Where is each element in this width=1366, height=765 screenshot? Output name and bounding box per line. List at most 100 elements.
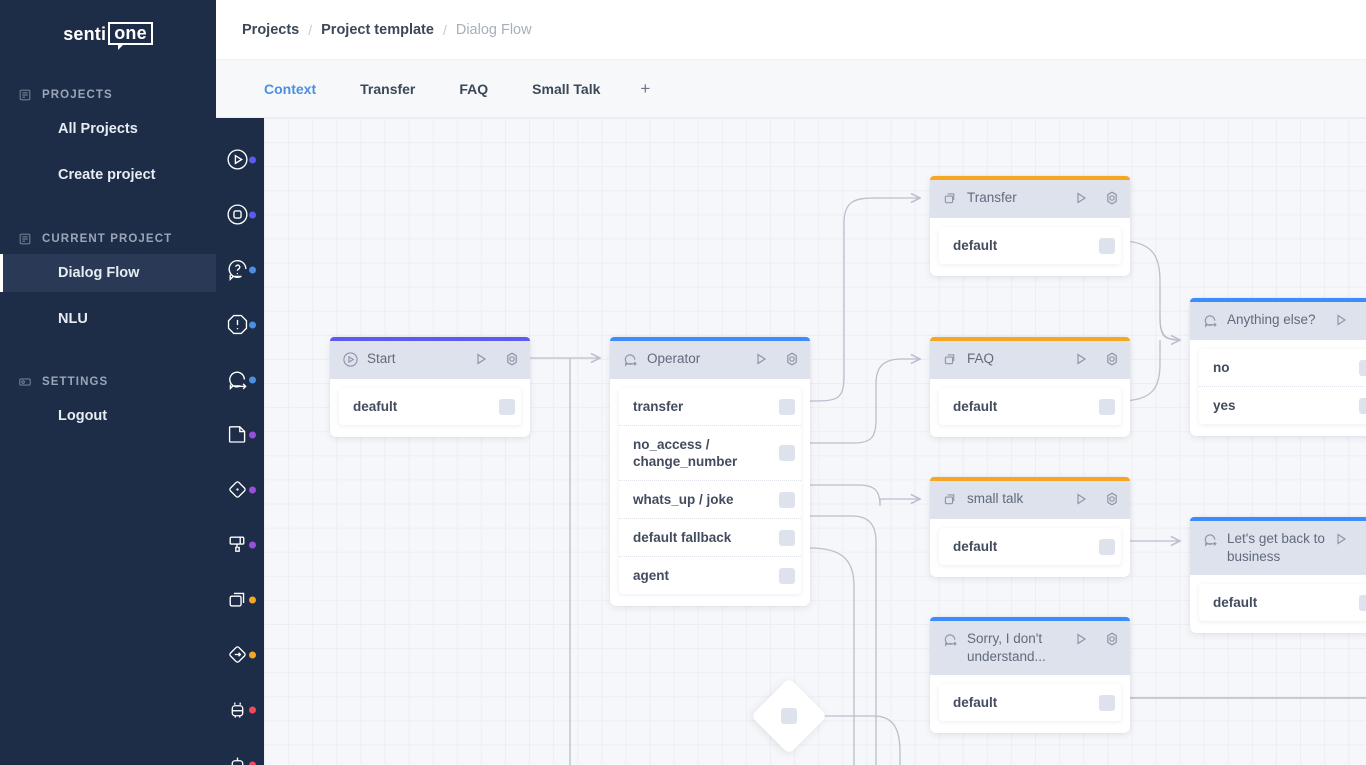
palette-item-stop-circle[interactable] <box>216 187 264 242</box>
dialog-flow-canvas[interactable]: Start deafult <box>264 118 1366 765</box>
node-row[interactable]: default <box>939 528 1121 565</box>
sidebar-section-current-project: CURRENT PROJECT <box>0 224 216 254</box>
brush-icon <box>225 532 250 557</box>
node-row-port[interactable] <box>779 398 795 415</box>
node-row[interactable]: whats_up / joke <box>619 481 801 519</box>
palette-item-diamond-arrow[interactable] <box>216 627 264 682</box>
node-row[interactable]: default fallback <box>619 519 801 557</box>
flow-node-back-to-business[interactable]: Let's get back to business default <box>1190 517 1366 633</box>
tab-transfer[interactable]: Transfer <box>360 80 416 97</box>
node-row[interactable]: default <box>939 388 1121 425</box>
play-icon[interactable] <box>1333 312 1349 328</box>
tab-small-talk[interactable]: Small Talk <box>532 80 601 97</box>
play-icon[interactable] <box>1073 491 1089 507</box>
node-row-port[interactable] <box>1359 359 1366 376</box>
node-row-port[interactable] <box>1099 538 1115 555</box>
tab-add-button[interactable]: + <box>640 78 651 98</box>
flow-node-anything-else[interactable]: Anything else? no <box>1190 298 1366 436</box>
palette-item-brush[interactable] <box>216 517 264 572</box>
palette-dot <box>249 651 256 658</box>
palette-item-bubble-arrow[interactable] <box>216 352 264 407</box>
flow-node-start[interactable]: Start deafult <box>330 337 530 437</box>
node-row-port[interactable] <box>1359 397 1366 414</box>
gear-icon[interactable] <box>1104 351 1120 367</box>
node-row[interactable]: default <box>939 227 1121 264</box>
stack-icon <box>225 587 250 612</box>
play-icon[interactable] <box>753 351 769 367</box>
gear-icon[interactable] <box>504 351 520 367</box>
node-body: default <box>939 227 1121 264</box>
node-accent-bar <box>930 337 1130 341</box>
alert-octagon-icon <box>225 312 250 337</box>
node-title: Sorry, I don't understand... <box>967 631 1046 664</box>
palette-dot <box>249 596 256 603</box>
stop-circle-icon <box>225 202 250 227</box>
node-row[interactable]: default <box>1199 584 1366 621</box>
sidebar-item-dialog-flow[interactable]: Dialog Flow <box>0 254 216 292</box>
palette-item-stack[interactable] <box>216 572 264 627</box>
palette-item-robot-2[interactable] <box>216 737 264 765</box>
node-row-port[interactable] <box>779 567 795 584</box>
node-row[interactable]: no <box>1199 349 1366 387</box>
node-row-port[interactable] <box>779 529 795 546</box>
logo-text-primary: senti <box>63 23 107 44</box>
palette-item-play-circle[interactable] <box>216 132 264 187</box>
palette-dot <box>249 486 256 493</box>
palette-item-question-bubble[interactable] <box>216 242 264 297</box>
palette-dot <box>249 706 256 713</box>
breadcrumb-item-project-template[interactable]: Project template <box>321 21 434 38</box>
bubble-arrow-icon <box>1202 531 1219 548</box>
node-title: Start <box>367 351 396 366</box>
node-row[interactable]: transfer <box>619 388 801 426</box>
breadcrumb-item-projects[interactable]: Projects <box>242 21 300 38</box>
play-icon[interactable] <box>1333 531 1349 547</box>
sidebar-item-logout[interactable]: Logout <box>58 408 108 424</box>
play-icon[interactable] <box>473 351 489 367</box>
sidebar-item-all-projects[interactable]: All Projects <box>58 121 138 137</box>
gear-icon[interactable] <box>1104 491 1120 507</box>
node-row-label: default <box>953 539 998 554</box>
node-row-port[interactable] <box>499 398 515 415</box>
node-header: Operator <box>610 341 810 379</box>
node-row[interactable]: agent <box>619 557 801 594</box>
node-row-port[interactable] <box>1099 398 1115 415</box>
play-icon[interactable] <box>1073 190 1089 206</box>
gear-icon[interactable] <box>1104 631 1120 647</box>
node-row-port[interactable] <box>1359 594 1366 611</box>
node-row[interactable]: no_access / change_number <box>619 426 801 481</box>
palette-item-alert-octagon[interactable] <box>216 297 264 352</box>
flow-node-small-talk[interactable]: small talk default <box>930 477 1130 577</box>
node-row-port[interactable] <box>1099 237 1115 254</box>
node-header: Let's get back to business <box>1190 521 1366 575</box>
breadcrumb-separator: / <box>308 21 313 38</box>
gear-icon[interactable] <box>1104 190 1120 206</box>
palette-item-robot-1[interactable] <box>216 682 264 737</box>
node-row-port[interactable] <box>779 445 795 461</box>
node-row[interactable]: yes <box>1199 387 1366 424</box>
stack-icon <box>942 351 959 368</box>
palette-item-diamond-dot[interactable] <box>216 462 264 517</box>
palette-item-document[interactable] <box>216 407 264 462</box>
node-row[interactable]: default <box>939 684 1121 721</box>
gear-icon[interactable] <box>784 351 800 367</box>
node-row[interactable]: deafult <box>339 388 521 425</box>
flow-node-sorry[interactable]: Sorry, I don't understand... default <box>930 617 1130 733</box>
palette-dot <box>249 156 256 163</box>
flow-node-faq[interactable]: FAQ default <box>930 337 1130 437</box>
node-row-port[interactable] <box>1099 694 1115 711</box>
node-row-port[interactable] <box>779 491 795 508</box>
flow-node-operator[interactable]: Operator transfer <box>610 337 810 606</box>
sidebar-section-settings: SETTINGS <box>0 367 216 397</box>
sidebar-item-create-project[interactable]: Create project <box>58 167 156 183</box>
tab-faq[interactable]: FAQ <box>459 80 489 97</box>
decision-port[interactable] <box>781 708 797 724</box>
node-accent-bar <box>1190 298 1366 302</box>
sidebar-item-nlu[interactable]: NLU <box>58 311 88 327</box>
tab-context[interactable]: Context <box>264 80 317 97</box>
sidebar-spacer <box>0 292 216 300</box>
node-row-label: default <box>953 399 998 414</box>
play-icon[interactable] <box>1073 631 1089 647</box>
flow-node-transfer[interactable]: Transfer default <box>930 176 1130 276</box>
play-icon[interactable] <box>1073 351 1089 367</box>
